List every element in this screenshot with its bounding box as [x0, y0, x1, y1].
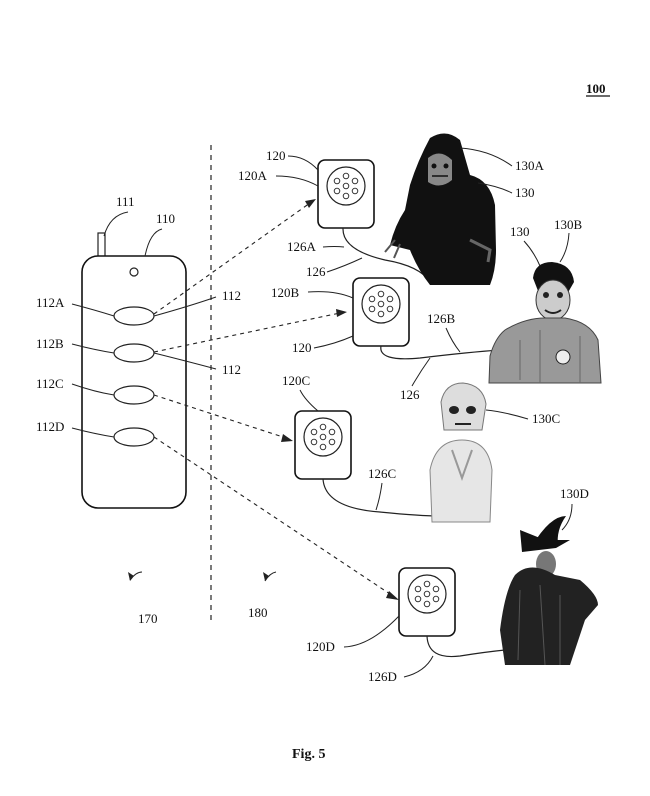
receiver-b-ref-leader [314, 336, 353, 348]
button-c [114, 386, 154, 404]
receiver-c [295, 411, 351, 479]
arrowhead-a [305, 199, 316, 208]
prop-b-leader [560, 233, 569, 262]
receiver-a-label: 120A [238, 168, 268, 183]
prop-a-reaper [385, 133, 496, 285]
cable-b [381, 346, 500, 359]
body-label: 110 [156, 211, 175, 226]
receiver-b-label: 120B [271, 285, 300, 300]
cable-b-ref-leader [412, 358, 430, 386]
body-leader [145, 229, 162, 256]
region-right-label: 180 [248, 605, 268, 620]
signal-lines [154, 203, 393, 596]
cable-d-label: 126D [368, 669, 397, 684]
cable-c-label: 126C [368, 466, 396, 481]
button-c-label: 112C [36, 376, 64, 391]
receiver-b [353, 278, 409, 346]
cable-b-label: 126B [427, 311, 456, 326]
prop-c-skeleton [430, 383, 492, 522]
prop-b-ref-leader [524, 241, 540, 266]
receiver-d-label: 120D [306, 639, 335, 654]
cable-a-ref: 126 [306, 264, 326, 279]
indicator-led [130, 268, 138, 276]
receiver-a-ref-leader [288, 156, 318, 170]
antenna-label: 111 [116, 194, 135, 209]
prop-c-leader [486, 410, 528, 419]
receiver-c-label: 120C [282, 373, 310, 388]
arrowhead-b [336, 309, 347, 317]
receiver-b-ref: 120 [292, 340, 312, 355]
cable-b-leader [446, 328, 460, 352]
receiver-d-leader [344, 616, 399, 647]
region-left-arrowhead [128, 572, 134, 581]
prop-b-zombie [489, 262, 601, 383]
antenna-leader [104, 212, 128, 236]
prop-d-witch [500, 516, 598, 665]
arrowhead-c [281, 434, 293, 442]
cable-b-ref: 126 [400, 387, 420, 402]
figure-caption: Fig. 5 [292, 747, 325, 762]
button-b-label: 112B [36, 336, 64, 351]
prop-d-label: 130D [560, 486, 589, 501]
cable-a-leader [323, 247, 344, 248]
receiver-a-ref: 120 [266, 148, 286, 163]
cable-a-ref-leader [327, 258, 362, 272]
receiver-a [318, 160, 374, 228]
receiver-c-leader [300, 390, 318, 411]
prop-a-label: 130A [515, 158, 545, 173]
prop-a-ref: 130 [515, 185, 535, 200]
cable-d [427, 636, 505, 657]
prop-c-label: 130C [532, 411, 560, 426]
prop-b-ref: 130 [510, 224, 530, 239]
cable-c-leader [376, 483, 382, 510]
region-left-label: 170 [138, 611, 158, 626]
button-b-ref: 112 [222, 362, 241, 377]
button-d-label: 112D [36, 419, 64, 434]
antenna [98, 233, 105, 259]
remote-body [82, 256, 186, 508]
receiver-b-leader [308, 292, 353, 298]
remote-control [82, 233, 186, 508]
button-d [114, 428, 154, 446]
receiver-d [399, 568, 455, 636]
prop-b-label: 130B [554, 217, 583, 232]
button-a [114, 307, 154, 325]
region-right-arrowhead [263, 572, 269, 581]
button-a-label: 112A [36, 295, 65, 310]
prop-a-leader [460, 148, 512, 166]
cable-a-label: 126A [287, 239, 317, 254]
button-a-ref: 112 [222, 288, 241, 303]
cable-d-leader [404, 656, 433, 677]
figure-ref: 100 [586, 81, 606, 96]
receiver-a-leader [276, 176, 318, 186]
button-b [114, 344, 154, 362]
